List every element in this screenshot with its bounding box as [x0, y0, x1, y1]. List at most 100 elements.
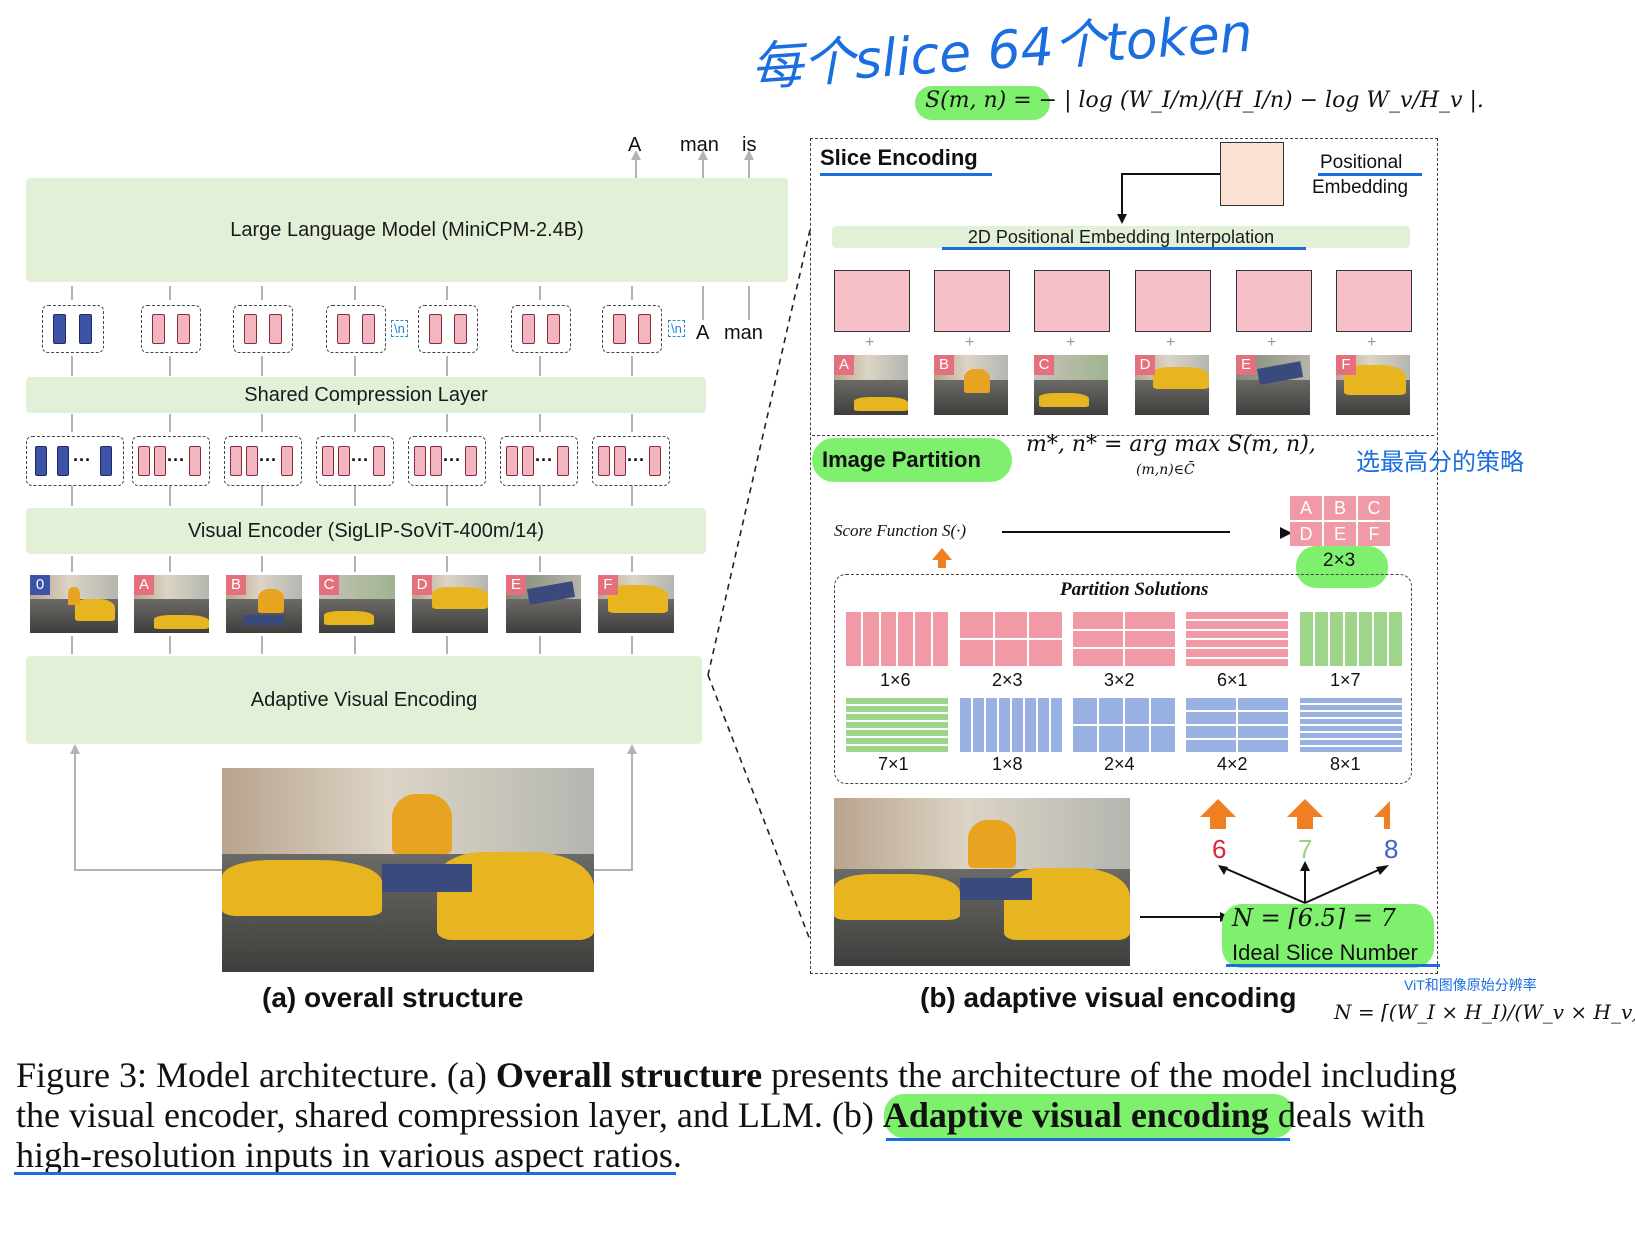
n-formula: N = ⌈6.5⌉ = 7 — [1232, 904, 1396, 932]
slice-label-e: E — [506, 575, 526, 595]
plus-c: + — [1066, 334, 1076, 351]
candidate-6: 6 — [1212, 834, 1227, 864]
output-token-2: man — [680, 134, 719, 156]
token-group-c — [326, 305, 386, 353]
result-cell-a: A — [1290, 496, 1322, 520]
slice-label-d: D — [412, 575, 432, 595]
r-slice-label-b: B — [934, 355, 954, 375]
token-group-e — [511, 305, 571, 353]
partition-solutions-box — [834, 574, 1412, 784]
newline-token-2: \n — [668, 320, 685, 337]
positional-embedding-box — [1220, 142, 1284, 206]
slice-label-c: C — [319, 575, 339, 595]
ideal-slice-label: Ideal Slice Number — [1232, 940, 1418, 965]
slice-image-0: 0 — [30, 575, 118, 633]
plus-e: + — [1267, 334, 1277, 351]
partition-2x3 — [960, 612, 1062, 666]
partition-label-6x1: 6×1 — [1217, 670, 1248, 690]
token-group-b — [233, 305, 293, 353]
input-image-left — [222, 768, 594, 972]
result-size: 2×3 — [1323, 550, 1356, 571]
caption-line-3: high-resolution inputs in various aspect… — [16, 1134, 682, 1176]
argmax-sub: (m,n)∈C̄ — [1136, 462, 1195, 478]
partition-label-2x4: 2×4 — [1104, 754, 1135, 774]
result-cell-d: D — [1290, 522, 1322, 546]
r-slice-label-e: E — [1236, 355, 1256, 375]
embed-e — [1236, 270, 1312, 332]
caption-line-2: the visual encoder, shared compression l… — [16, 1094, 1425, 1136]
pos-arrow — [1117, 173, 1220, 224]
r-slice-f: F — [1336, 355, 1410, 415]
plus-d: + — [1166, 334, 1176, 351]
note-vit: ViT和图像原始分辨率 — [1404, 977, 1537, 993]
visual-tokens-d: ··· — [408, 436, 486, 486]
slice-image-d: D — [412, 575, 488, 633]
caption-1b: presents the architecture of the model i… — [762, 1055, 1457, 1095]
partition-label-4x2: 4×2 — [1217, 754, 1248, 774]
plus-b: + — [965, 334, 975, 351]
result-cell-c: C — [1358, 496, 1390, 520]
score-formula: S(m, n) = − | log (W_I/m)/(H_I/n) − log … — [925, 88, 1484, 113]
result-size-highlight — [1296, 546, 1388, 588]
partition-label-1x7: 1×7 — [1330, 670, 1361, 690]
interp-label: 2D Positional Embedding Interpolation — [967, 226, 1275, 247]
slice-label-f: F — [598, 575, 618, 595]
visual-tokens-e: ··· — [500, 436, 578, 486]
embed-c — [1034, 270, 1110, 332]
adaptive-block: Adaptive Visual Encoding — [26, 656, 702, 744]
slice-label-0: 0 — [30, 575, 50, 595]
newline-token-1: \n — [391, 320, 408, 337]
embed-d — [1135, 270, 1211, 332]
caption-3-underline — [14, 1172, 676, 1175]
partition-label-8x1: 8×1 — [1330, 754, 1361, 774]
left-arrows — [70, 150, 754, 871]
result-cell-f: F — [1358, 522, 1390, 546]
caption-highlight — [884, 1094, 1294, 1138]
partition-label-1x6: 1×6 — [880, 670, 911, 690]
score-arrow — [932, 531, 1230, 568]
result-grid: A B C D E F — [1290, 496, 1390, 546]
caption-2b: deals with — [1268, 1095, 1425, 1135]
caption-2-bold: Adaptive visual encoding — [882, 1095, 1269, 1135]
score-formula-highlight — [915, 86, 1050, 120]
candidate-7: 7 — [1298, 834, 1313, 864]
encoder-label: Visual Encoder (SigLIP-SoViT-400m/14) — [187, 519, 545, 542]
partition-2x4 — [1073, 698, 1175, 752]
interp-underline — [942, 247, 1306, 250]
embed-b — [934, 270, 1010, 332]
positional-label-2: Embedding — [1312, 177, 1409, 198]
embed-a — [834, 270, 910, 332]
r-slice-c: C — [1034, 355, 1108, 415]
visual-tokens-f: ··· — [592, 436, 670, 486]
partition-1x8 — [960, 698, 1062, 752]
argmax-formula: m*, n* = arg max S(m, n), — [1026, 432, 1316, 457]
caption-line-1: Figure 3: Model architecture. (a) Overal… — [16, 1054, 1457, 1096]
caption-2a: the visual encoder, shared compression l… — [16, 1095, 883, 1135]
partition-label-1x8: 1×8 — [992, 754, 1023, 774]
partition-3x2 — [1073, 612, 1175, 666]
r-slice-label-f: F — [1336, 355, 1356, 375]
slice-image-e: E — [506, 575, 581, 633]
partition-8x1 — [1300, 698, 1402, 752]
embed-f — [1336, 270, 1412, 332]
adaptive-label: Adaptive Visual Encoding — [250, 688, 478, 711]
compression-block: Shared Compression Layer — [26, 377, 706, 413]
r-slice-d: D — [1135, 355, 1209, 415]
r-slice-label-d: D — [1135, 355, 1155, 375]
slice-image-c: C — [319, 575, 395, 633]
candidate-8: 8 — [1384, 834, 1399, 864]
result-cell-b: B — [1324, 496, 1356, 520]
token-group-f — [602, 305, 662, 353]
visual-tokens-c: ··· — [316, 436, 394, 486]
partition-4x2 — [1186, 698, 1288, 752]
ideal-slice-underline — [1226, 964, 1440, 967]
note-strategy: 选最高分的策略 — [1356, 449, 1524, 476]
llm-label: Large Language Model (MiniCPM-2.4B) — [230, 218, 584, 241]
plus-a: + — [865, 334, 875, 351]
partition-6x1 — [1186, 612, 1288, 666]
zoom-lines — [707, 229, 811, 941]
slice-label-a: A — [134, 575, 154, 595]
compression-label: Shared Compression Layer — [244, 383, 488, 406]
slice-encoding-divider — [812, 435, 1434, 436]
candidate-arrows — [1140, 799, 1390, 922]
